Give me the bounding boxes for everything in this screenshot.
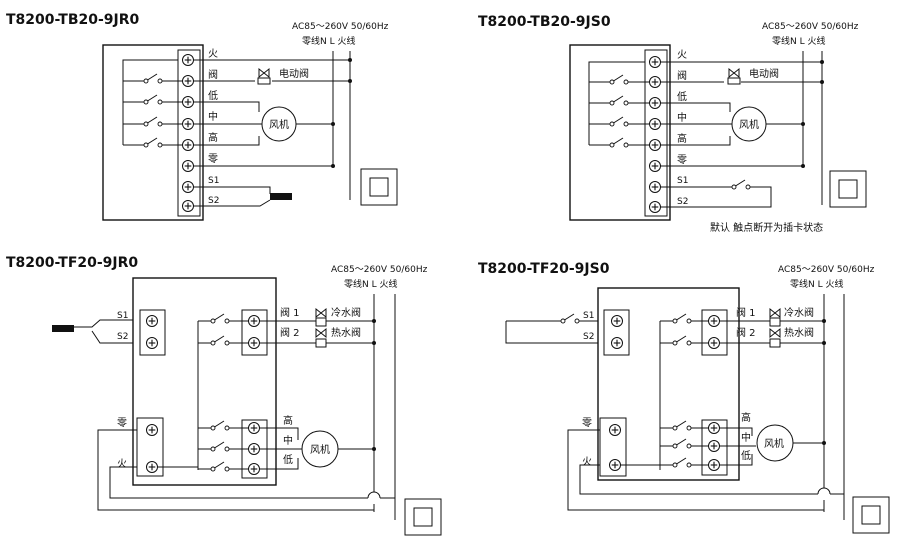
terminal-labels: 火 阀 低 中 高 零 S1 S2 (208, 48, 219, 206)
svg-text:零: 零 (677, 154, 687, 166)
svg-text:阀: 阀 (677, 69, 687, 82)
speed-terminal-label: 高 (741, 411, 751, 424)
power-terminal-label: 零 (117, 417, 127, 429)
sensor-probe (270, 193, 292, 200)
svg-text:S2: S2 (677, 197, 688, 207)
note-label: 默认 触点断开为插卡状态 (710, 221, 823, 234)
valve-label: 冷水阀 (331, 306, 361, 319)
lines-label: 零线N L 火线 (344, 278, 397, 290)
diagram-tb20-js0: T8200-TB20-9JS0 AC85～260V 50/60Hz 零线N L … (478, 14, 867, 234)
diagram-title: T8200-TF20-9JS0 (478, 261, 610, 277)
svg-text:中: 中 (208, 110, 218, 123)
svg-text:阀: 阀 (208, 68, 218, 81)
valve-actuator (727, 77, 741, 85)
valve-actuator (315, 338, 327, 348)
svg-text:低: 低 (677, 90, 687, 103)
diagram-tb20-jr0: T8200-TB20-9JR0 AC85～260V 50/60Hz 零线N L … (6, 12, 398, 221)
fan-label: 风机 (739, 118, 759, 131)
svg-text:S1: S1 (677, 176, 688, 186)
speed-terminal-label: 中 (283, 434, 293, 447)
sensor-terminal-label: S1 (583, 311, 594, 321)
svg-text:高: 高 (208, 131, 218, 144)
room-card-icon (852, 496, 890, 534)
svg-text:中: 中 (677, 111, 687, 124)
speed-terminal-label: 中 (741, 431, 751, 444)
power-terminal-label: 零 (582, 417, 592, 429)
diagram-title: T8200-TB20-9JS0 (478, 14, 611, 30)
fan-label: 风机 (764, 437, 784, 450)
terminal-block (177, 49, 201, 217)
supply-label: AC85～260V 50/60Hz (778, 265, 875, 275)
supply-label: AC85～260V 50/60Hz (331, 265, 428, 275)
valve-icon (315, 328, 327, 338)
valve-terminal-label: 阀 2 (736, 326, 756, 339)
valve-label: 热水阀 (331, 326, 361, 339)
valve-terminal-label: 阀 1 (280, 306, 300, 319)
card-contact-switch (731, 179, 751, 190)
terminal-labels: 火 阀 低 中 高 零 S1 S2 (677, 49, 688, 207)
valve-terminal-label: 阀 2 (280, 326, 300, 339)
lines-label: 零线N L 火线 (302, 35, 355, 47)
sensor-terminal-label: S1 (117, 311, 128, 321)
svg-text:火: 火 (208, 48, 218, 60)
valve-icon (315, 308, 327, 318)
valve-actuator (769, 317, 781, 327)
sensor-probe (52, 325, 74, 332)
valve-label: 电动阀 (749, 67, 779, 80)
valve-actuator (769, 338, 781, 348)
valve-label: 热水阀 (784, 326, 814, 339)
fan-label: 风机 (310, 443, 330, 456)
diagram-tf20-js0: T8200-TF20-9JS0 AC85～260V 50/60Hz 零线N L … (478, 261, 890, 534)
card-contact-switch (560, 313, 580, 324)
speed-terminal-label: 低 (741, 449, 751, 462)
speed-terminal-label: 低 (283, 453, 293, 466)
valve-label: 冷水阀 (784, 306, 814, 319)
fan-motor-icon (261, 106, 297, 142)
svg-text:零: 零 (208, 153, 218, 165)
valve-actuator (257, 77, 271, 85)
supply-label: AC85～260V 50/60Hz (762, 22, 859, 32)
room-card-icon (829, 170, 867, 208)
lines-label: 零线N L 火线 (772, 35, 825, 47)
valve-icon (769, 308, 781, 318)
valve-icon (728, 68, 740, 78)
power-terminal-label: 火 (117, 458, 127, 470)
svg-text:S1: S1 (208, 176, 219, 186)
fan-motor-icon (301, 430, 339, 468)
diagram-title: T8200-TB20-9JR0 (6, 12, 140, 28)
valve-label: 电动阀 (279, 67, 309, 80)
diagram-tf20-jr0: T8200-TF20-9JR0 AC85～260V 50/60Hz 零线N L … (6, 255, 442, 536)
valve-icon (769, 328, 781, 338)
lines-label: 零线N L 火线 (790, 278, 843, 290)
diagram-title: T8200-TF20-9JR0 (6, 255, 138, 271)
room-card-icon (404, 498, 442, 536)
terminal-block (644, 49, 668, 217)
svg-text:火: 火 (677, 49, 687, 61)
svg-text:S2: S2 (208, 196, 219, 206)
valve-terminal-label: 阀 1 (736, 306, 756, 319)
valve-icon (258, 68, 270, 78)
svg-text:低: 低 (208, 89, 218, 102)
room-card-icon (360, 168, 398, 206)
fan-motor-icon (731, 106, 767, 142)
sensor-terminal-label: S2 (583, 332, 594, 342)
svg-text:高: 高 (677, 132, 687, 145)
speed-terminal-label: 高 (283, 414, 293, 427)
fan-motor-icon (756, 424, 794, 462)
sensor-terminal-label: S2 (117, 332, 128, 342)
fan-label: 风机 (269, 118, 289, 131)
power-terminal-label: 火 (582, 456, 592, 468)
valve-actuator (315, 317, 327, 327)
supply-label: AC85～260V 50/60Hz (292, 22, 389, 32)
